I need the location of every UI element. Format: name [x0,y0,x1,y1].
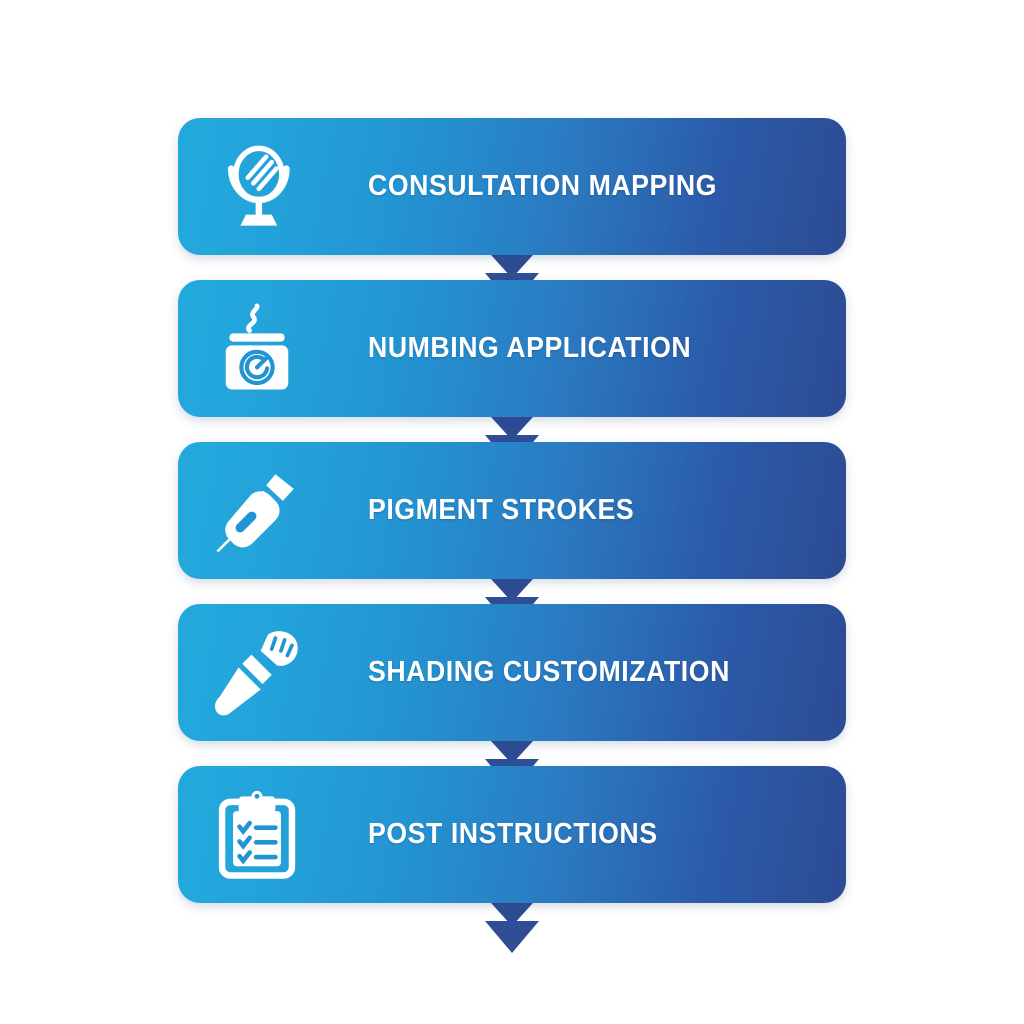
flow-step-pigment-strokes[interactable]: PIGMENT STROKES [178,442,846,629]
flow-step-label: PIGMENT STROKES [368,493,635,526]
process-flow-list: CONSULTATION MAPPING [178,118,846,953]
chevron-down-small [491,579,533,602]
microblading-pen-icon [202,456,312,566]
flow-step-label: CONSULTATION MAPPING [368,169,717,202]
chevron-down-small [491,417,533,440]
flow-step-numbing-application[interactable]: NUMBING APPLICATION [178,280,846,467]
makeup-brush-icon [202,618,312,728]
chevron-down-small [491,741,533,764]
chevron-down-large [485,921,539,953]
flow-step-consultation-mapping[interactable]: CONSULTATION MAPPING [178,118,846,305]
chevron-down-small [491,903,533,926]
flow-step-label: SHADING CUSTOMIZATION [368,655,730,688]
chevron-down-small [491,255,533,278]
vanity-mirror-icon [202,132,312,242]
flow-step-label: POST INSTRUCTIONS [368,817,658,850]
flow-step-shading-customization[interactable]: SHADING CUSTOMIZATION [178,604,846,791]
flow-step-post-instructions[interactable]: POST INSTRUCTIONS [178,766,846,953]
numbing-cream-jar-icon [202,294,312,404]
flow-step-label: NUMBING APPLICATION [368,331,692,364]
clipboard-checklist-icon [202,780,312,890]
double-chevron-down-icon [484,903,540,959]
